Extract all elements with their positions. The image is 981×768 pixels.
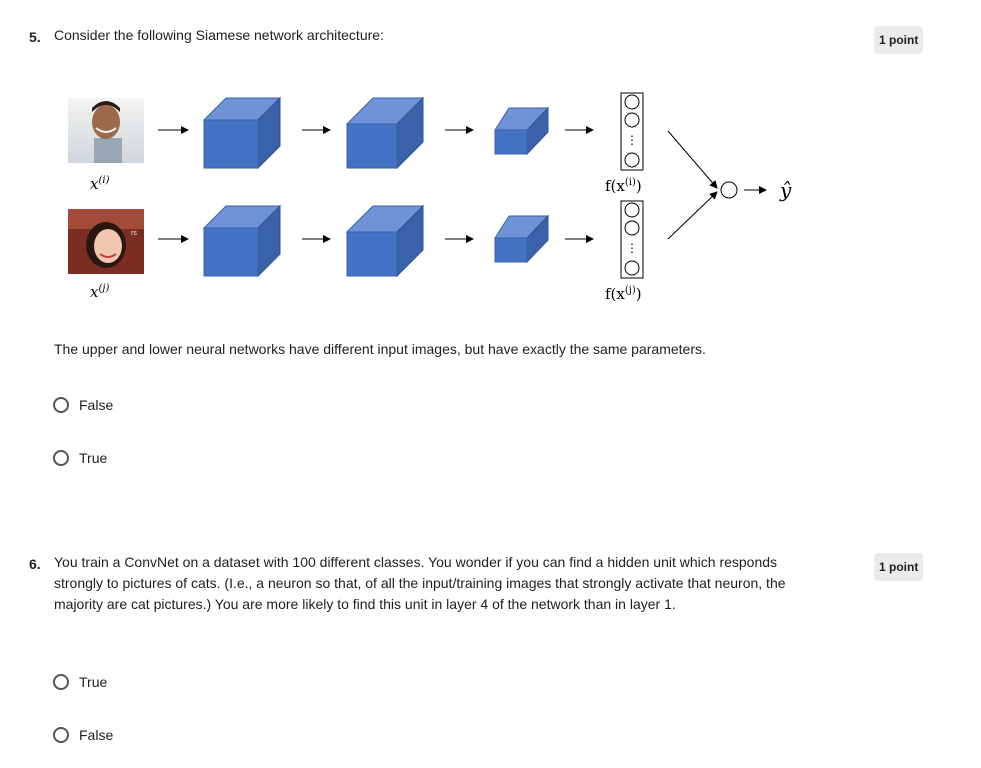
option-label: True bbox=[79, 450, 108, 466]
input-image-j: rs bbox=[68, 209, 144, 274]
question-6-text: You train a ConvNet on a dataset with 10… bbox=[54, 554, 786, 612]
question-5-points-badge: 1 point bbox=[874, 26, 924, 54]
radio-button[interactable] bbox=[53, 674, 69, 690]
encoding-vector-j: ⋮ bbox=[620, 200, 644, 279]
svg-text:⋮: ⋮ bbox=[626, 133, 638, 147]
encoding-j-label: f(x(j)) bbox=[605, 285, 642, 303]
option-label: True bbox=[79, 674, 108, 690]
input-j-label: x(j) bbox=[90, 283, 109, 301]
output-node bbox=[720, 181, 738, 199]
q5-option-false[interactable]: False bbox=[53, 397, 113, 413]
radio-button[interactable] bbox=[53, 397, 69, 413]
question-5-statement: The upper and lower neural networks have… bbox=[54, 341, 706, 357]
conv-layer-cube bbox=[345, 204, 425, 278]
conv-layer-cube bbox=[494, 106, 550, 156]
question-6-number: 6. bbox=[29, 556, 41, 572]
conv-layer-cube bbox=[202, 204, 282, 278]
option-label: False bbox=[79, 397, 114, 413]
q6-option-false[interactable]: False bbox=[53, 727, 113, 743]
merge-line-lower bbox=[667, 191, 718, 240]
conv-layer-cube bbox=[202, 96, 282, 170]
radio-button[interactable] bbox=[53, 727, 69, 743]
conv-layer-cube bbox=[494, 214, 550, 264]
question-6-points-badge: 1 point bbox=[874, 553, 924, 581]
output-label: ŷ bbox=[779, 178, 792, 202]
conv-layer-cube bbox=[345, 96, 425, 170]
siamese-network-diagram: x(i) ⋮ f(x(i)) rs x(j) bbox=[68, 92, 792, 303]
encoding-i-label: f(x(i)) bbox=[605, 177, 642, 195]
question-5-text: Consider the following Siamese network a… bbox=[54, 27, 384, 43]
question-5-number: 5. bbox=[29, 29, 41, 45]
svg-text:rs: rs bbox=[131, 230, 137, 237]
input-image-i bbox=[68, 98, 144, 163]
radio-button[interactable] bbox=[53, 450, 69, 466]
svg-text:⋮: ⋮ bbox=[626, 241, 638, 255]
option-label: False bbox=[79, 727, 114, 743]
merge-line-upper bbox=[667, 130, 718, 189]
encoding-vector-i: ⋮ bbox=[620, 92, 644, 171]
q6-option-true[interactable]: True bbox=[53, 674, 107, 690]
input-i-label: x(i) bbox=[90, 175, 110, 193]
q5-option-true[interactable]: True bbox=[53, 450, 107, 466]
